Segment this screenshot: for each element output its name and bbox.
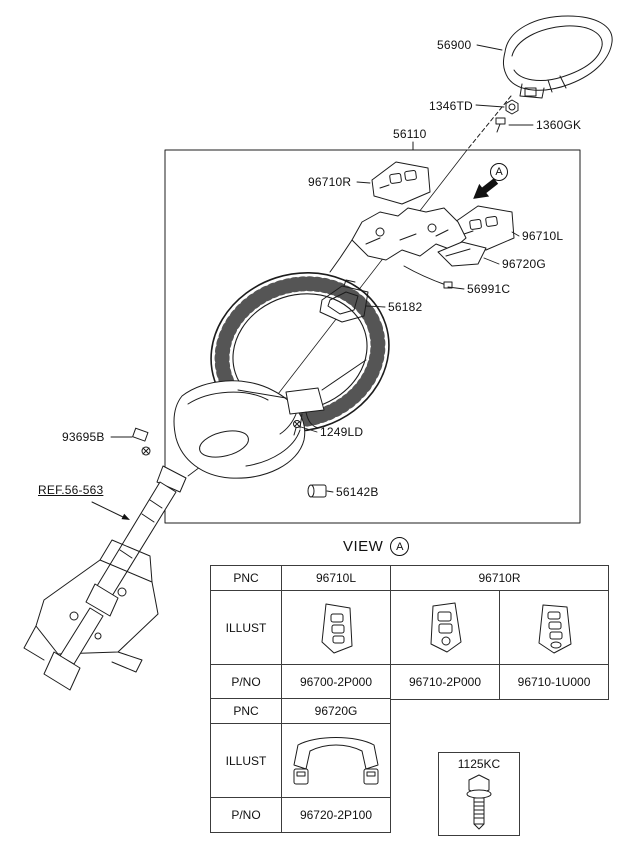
pno-value-3: 96710-1U000 [498, 664, 610, 700]
callout-wiring: 56991C [467, 282, 511, 296]
illust-bezel-96720G [293, 736, 379, 784]
callout-switch-right: 96710R [308, 175, 352, 189]
callout-screw: 1249LD [320, 425, 364, 439]
illust-switch-96710-1U000 [538, 604, 572, 653]
callout-switch-left: 96710L [522, 229, 564, 243]
damper-56142B-drawing [307, 484, 327, 498]
pnc-value-96710R: 96710R [389, 565, 610, 591]
leader-lines [110, 44, 534, 493]
screw-1249LD-drawing [293, 420, 301, 436]
lower-cover-drawing [173, 380, 306, 479]
illust-cell-bezel [281, 723, 391, 798]
pnc-value-96710L: 96710L [281, 565, 391, 591]
callout-airbag: 56900 [437, 38, 472, 52]
parts-table-block2: PNC 96720G ILLUST P/NO 96720-2P100 [210, 698, 391, 833]
reference-arrow [91, 501, 130, 520]
pin-drawing [495, 117, 506, 133]
steering-column-drawing [23, 465, 187, 691]
pno-value-2: 96710-2P000 [390, 664, 500, 700]
pnc2-row-label: PNC [210, 698, 282, 724]
callout-damper: 56142B [336, 485, 379, 499]
view-heading: VIEW A [343, 537, 410, 556]
callout-clip: 93695B [62, 430, 105, 444]
view-heading-marker-letter: A [396, 540, 404, 553]
callout-bezel: 96720G [502, 257, 546, 271]
detail-arrow [473, 178, 499, 199]
callout-reference: REF.56-563 [38, 483, 104, 497]
callout-pin: 1360GK [536, 118, 582, 132]
callout-module: 56182 [388, 300, 423, 314]
bolt-illustration [466, 774, 492, 830]
pnc-row-label: PNC [210, 565, 282, 591]
armature-bracket-drawing [329, 207, 467, 273]
switch-96710R-drawing [371, 161, 431, 205]
illust-cell-1 [281, 590, 391, 665]
clip-93695B-drawing [132, 427, 151, 456]
nut-drawing [505, 99, 519, 115]
illust-cell-3 [498, 590, 610, 665]
pno2-row-label: P/NO [210, 797, 282, 833]
view-heading-marker-circle: A [390, 537, 410, 556]
parts-table-block1: PNC 96710L 96710R ILLUST [210, 565, 610, 700]
wheel-hub-drawing [237, 359, 367, 435]
bezel-96720G-drawing [437, 241, 487, 267]
pno-value-1: 96700-2P000 [281, 664, 391, 700]
detail-marker-letter: A [495, 166, 503, 178]
hardware-box: 1125KC [438, 752, 520, 836]
illust-row-label: ILLUST [210, 590, 282, 665]
view-heading-text: VIEW [343, 538, 384, 555]
pno-value-96720G: 96720-2P100 [281, 797, 391, 833]
illust2-row-label: ILLUST [210, 723, 282, 798]
illust-cell-2 [390, 590, 500, 665]
callout-assembly: 56110 [393, 127, 427, 141]
hardware-label: 1125KC [457, 757, 501, 771]
airbag-module-drawing [502, 15, 613, 99]
pnc-value-96720G: 96720G [281, 698, 391, 724]
pno-row-label: P/NO [210, 664, 282, 700]
illust-switch-96710-2P000 [430, 602, 462, 652]
illust-switch-96700-2P000 [321, 603, 353, 653]
detail-marker-circle: A [490, 163, 508, 181]
wiring-56991C-drawing [403, 265, 453, 289]
assembly-box [164, 149, 581, 524]
callout-nut: 1346TD [429, 99, 473, 113]
